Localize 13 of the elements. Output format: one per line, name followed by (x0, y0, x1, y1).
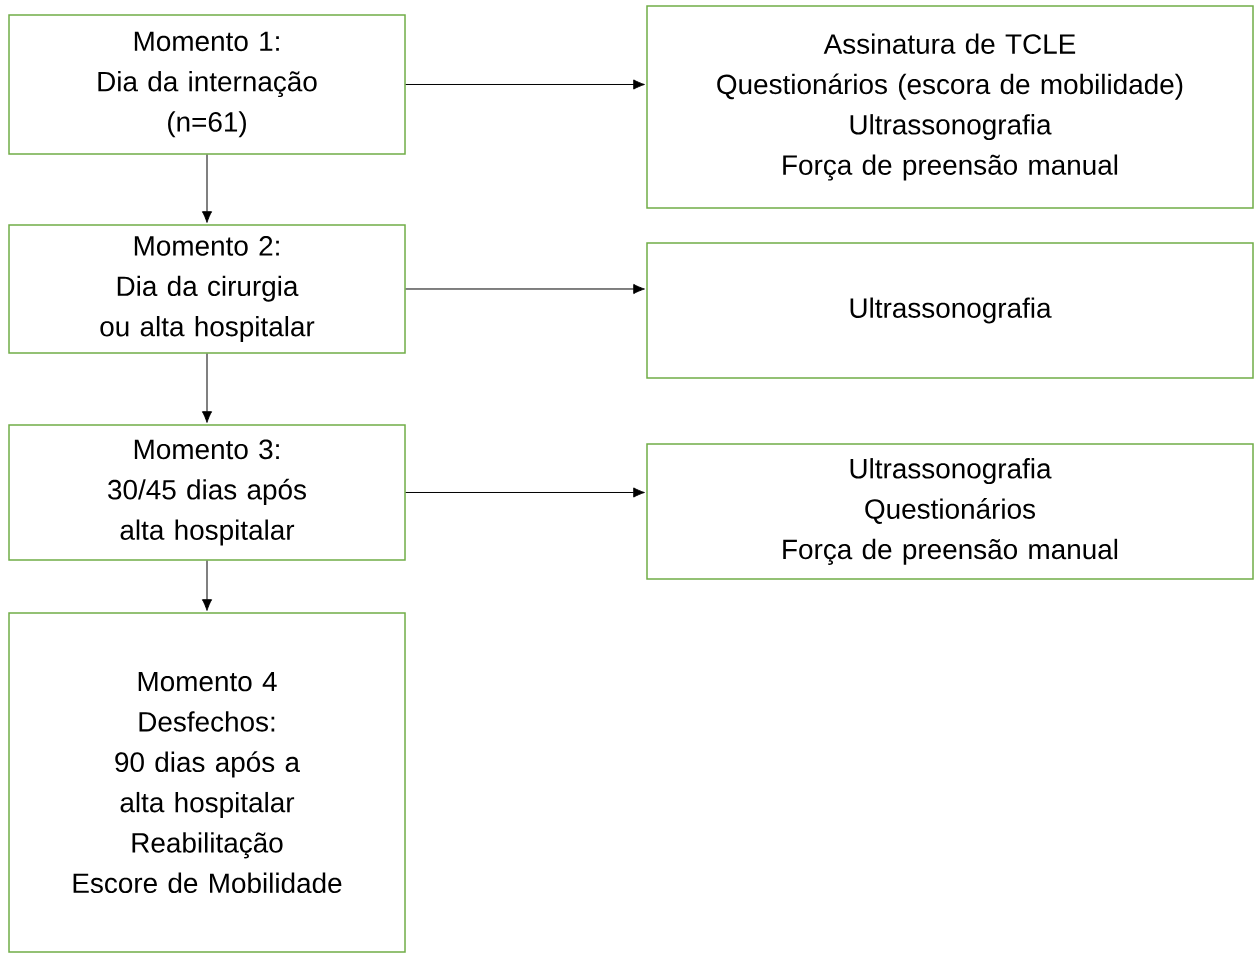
arrow (201, 353, 213, 423)
arrow (405, 283, 645, 295)
process-box: Momento 2: Dia da cirurgia ou alta hospitalar (8, 224, 406, 354)
process-box: Momento 3: 30/45 dias após alta hospitalar (8, 424, 406, 561)
arrow (405, 79, 645, 90)
arrow (201, 154, 213, 223)
process-box: Ultrassonografia Questionários Força de preensão manual (646, 443, 1254, 580)
process-box: Assinatura de TCLE Questionários (escora de mobilidade) Ultrassonografia Força de preensão manual (646, 5, 1254, 209)
process-box: Momento 4 Desfechos: 90 dias após a alta hospitalar Reabilitação Escore de Mobilidade (8, 612, 406, 953)
process-box: Momento 1: Dia da internação (n=61) (8, 14, 406, 155)
arrow (405, 487, 645, 498)
process-box: Ultrassonografia (646, 242, 1254, 379)
arrow (201, 560, 213, 611)
